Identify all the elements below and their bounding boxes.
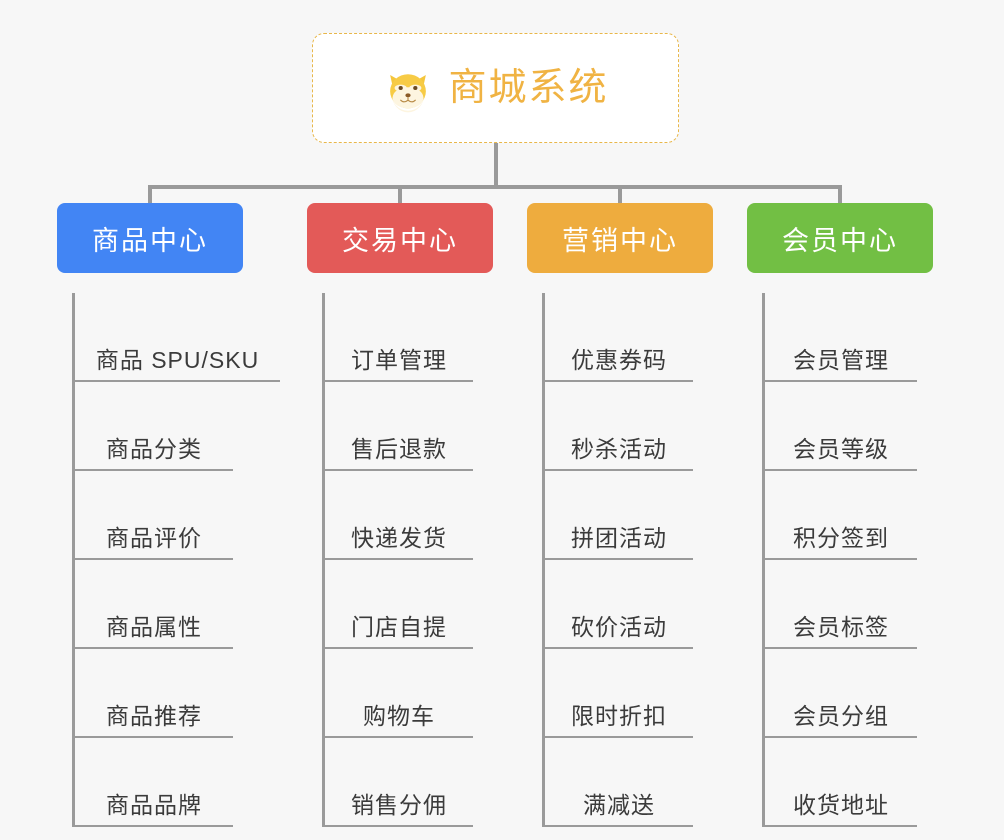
leaf-label: 购物车 xyxy=(363,703,435,729)
leaf-label: 秒杀活动 xyxy=(571,436,667,462)
leaf-label: 订单管理 xyxy=(351,347,447,373)
leaf-list-trade: 订单管理 售后退款 快递发货 门店自提 购物车 销售分佣 xyxy=(322,293,493,827)
leaf-label: 商品属性 xyxy=(106,614,202,640)
leaf-item[interactable]: 订单管理 xyxy=(325,293,473,382)
shiba-dog-face-icon xyxy=(382,62,434,114)
leaf-item[interactable]: 限时折扣 xyxy=(545,649,693,738)
leaf-list-member: 会员管理 会员等级 积分签到 会员标签 会员分组 收货地址 xyxy=(762,293,933,827)
connector-drop-3 xyxy=(618,185,622,205)
leaf-item[interactable]: 收货地址 xyxy=(765,738,917,827)
leaf-label: 商品推荐 xyxy=(106,703,202,729)
leaf-item[interactable]: 拼团活动 xyxy=(545,471,693,560)
leaf-item[interactable]: 商品属性 xyxy=(75,560,233,649)
connector-root-stem xyxy=(494,143,498,188)
category-column-member: 会员中心 会员管理 会员等级 积分签到 会员标签 会员分组 收货地址 xyxy=(747,203,933,827)
category-column-trade: 交易中心 订单管理 售后退款 快递发货 门店自提 购物车 销售分佣 xyxy=(307,203,493,827)
leaf-item[interactable]: 满减送 xyxy=(545,738,693,827)
connector-drop-1 xyxy=(148,185,152,205)
leaf-label: 销售分佣 xyxy=(351,792,447,818)
connector-drop-2 xyxy=(398,185,402,205)
leaf-label: 商品 SPU/SKU xyxy=(95,347,260,373)
leaf-label: 会员等级 xyxy=(793,436,889,462)
leaf-label: 砍价活动 xyxy=(571,614,667,640)
leaf-label: 售后退款 xyxy=(351,436,447,462)
leaf-label: 商品评价 xyxy=(106,525,202,551)
category-header-label: 交易中心 xyxy=(342,225,458,256)
leaf-label: 优惠券码 xyxy=(571,347,667,373)
leaf-label: 收货地址 xyxy=(793,792,889,818)
leaf-label: 会员标签 xyxy=(793,614,889,640)
leaf-label: 满减送 xyxy=(583,792,655,818)
category-header-marketing[interactable]: 营销中心 xyxy=(527,203,713,273)
leaf-item[interactable]: 会员等级 xyxy=(765,382,917,471)
category-column-marketing: 营销中心 优惠券码 秒杀活动 拼团活动 砍价活动 限时折扣 满减送 xyxy=(527,203,713,827)
leaf-label: 会员管理 xyxy=(793,347,889,373)
category-header-label: 营销中心 xyxy=(562,225,678,256)
leaf-label: 门店自提 xyxy=(351,614,447,640)
category-column-product: 商品中心 商品 SPU/SKU 商品分类 商品评价 商品属性 商品推荐 商品品牌 xyxy=(57,203,280,827)
leaf-item[interactable]: 会员标签 xyxy=(765,560,917,649)
leaf-item[interactable]: 售后退款 xyxy=(325,382,473,471)
leaf-label: 会员分组 xyxy=(793,703,889,729)
leaf-item[interactable]: 商品评价 xyxy=(75,471,233,560)
root-title: 商城系统 xyxy=(448,67,609,109)
leaf-label: 快递发货 xyxy=(351,525,447,551)
category-header-product[interactable]: 商品中心 xyxy=(57,203,243,273)
category-header-trade[interactable]: 交易中心 xyxy=(307,203,493,273)
leaf-item[interactable]: 销售分佣 xyxy=(325,738,473,827)
category-header-label: 商品中心 xyxy=(92,225,208,256)
leaf-item[interactable]: 购物车 xyxy=(325,649,473,738)
leaf-item[interactable]: 商品分类 xyxy=(75,382,233,471)
leaf-item[interactable]: 会员管理 xyxy=(765,293,917,382)
leaf-item[interactable]: 砍价活动 xyxy=(545,560,693,649)
leaf-item[interactable]: 优惠券码 xyxy=(545,293,693,382)
leaf-label: 拼团活动 xyxy=(571,525,667,551)
leaf-label: 积分签到 xyxy=(793,525,889,551)
category-header-member[interactable]: 会员中心 xyxy=(747,203,933,273)
leaf-item[interactable]: 积分签到 xyxy=(765,471,917,560)
leaf-label: 限时折扣 xyxy=(571,703,667,729)
leaf-item[interactable]: 商品品牌 xyxy=(75,738,233,827)
leaf-list-marketing: 优惠券码 秒杀活动 拼团活动 砍价活动 限时折扣 满减送 xyxy=(542,293,713,827)
leaf-label: 商品品牌 xyxy=(106,792,202,818)
leaf-item[interactable]: 秒杀活动 xyxy=(545,382,693,471)
leaf-label: 商品分类 xyxy=(106,436,202,462)
connector-horizontal-bus xyxy=(148,185,842,189)
leaf-item[interactable]: 商品推荐 xyxy=(75,649,233,738)
leaf-item[interactable]: 会员分组 xyxy=(765,649,917,738)
connector-drop-4 xyxy=(838,185,842,205)
root-node[interactable]: 商城系统 xyxy=(312,33,679,143)
leaf-item[interactable]: 商品 SPU/SKU xyxy=(75,293,280,382)
leaf-item[interactable]: 快递发货 xyxy=(325,471,473,560)
leaf-list-product: 商品 SPU/SKU 商品分类 商品评价 商品属性 商品推荐 商品品牌 xyxy=(72,293,280,827)
leaf-item[interactable]: 门店自提 xyxy=(325,560,473,649)
category-header-label: 会员中心 xyxy=(782,225,898,256)
